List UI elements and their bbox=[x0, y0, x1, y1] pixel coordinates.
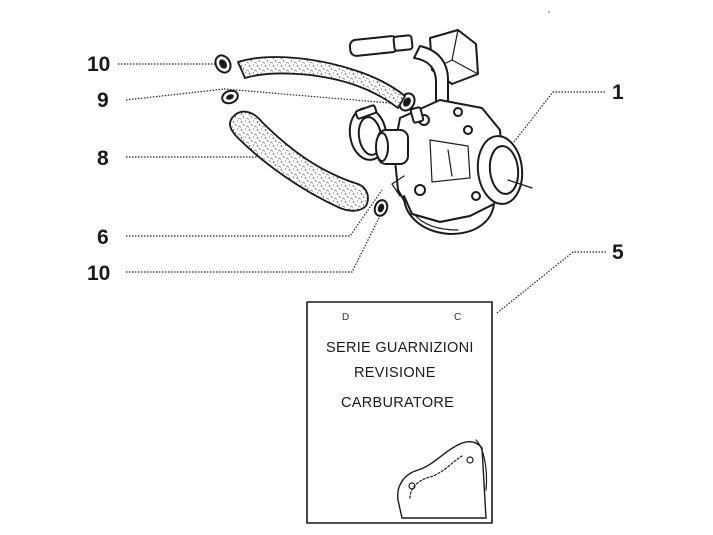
part-1-carburetor bbox=[348, 29, 533, 235]
scan-speck bbox=[548, 11, 550, 13]
callout-5: 5 bbox=[612, 241, 624, 264]
callout-numbers: 10 9 8 6 10 1 5 bbox=[87, 53, 624, 285]
kit-corner-left: D bbox=[342, 312, 349, 323]
part-10-bottom-clamp bbox=[373, 199, 389, 217]
callout-1: 1 bbox=[612, 81, 624, 104]
part-9-ring bbox=[221, 89, 239, 105]
callout-10-top: 10 bbox=[87, 53, 110, 76]
kit-line-3: CARBURATORE bbox=[341, 395, 454, 411]
callout-6: 6 bbox=[97, 226, 109, 249]
part-10-top-clamp bbox=[214, 54, 232, 74]
leader-lines bbox=[118, 63, 606, 314]
leader-6 bbox=[126, 189, 383, 237]
leader-1 bbox=[513, 91, 605, 143]
leader-9 bbox=[125, 88, 225, 101]
kit-line-2: REVISIONE bbox=[354, 365, 436, 381]
leader-5 bbox=[496, 251, 606, 314]
part-5-gasket-kit: D C SERIE GUARNIZIONI REVISIONE CARBURAT… bbox=[306, 301, 493, 524]
kit-line-1: SERIE GUARNIZIONI bbox=[326, 340, 474, 356]
callout-8: 8 bbox=[97, 147, 109, 170]
part-8-hose bbox=[229, 110, 369, 212]
callout-10-bottom: 10 bbox=[87, 262, 110, 285]
leader-10-bottom bbox=[126, 213, 382, 273]
kit-corner-right: C bbox=[454, 312, 461, 323]
part-top-hose bbox=[236, 56, 407, 110]
callout-9: 9 bbox=[97, 89, 109, 112]
kit-gasket-illustration bbox=[397, 439, 488, 519]
